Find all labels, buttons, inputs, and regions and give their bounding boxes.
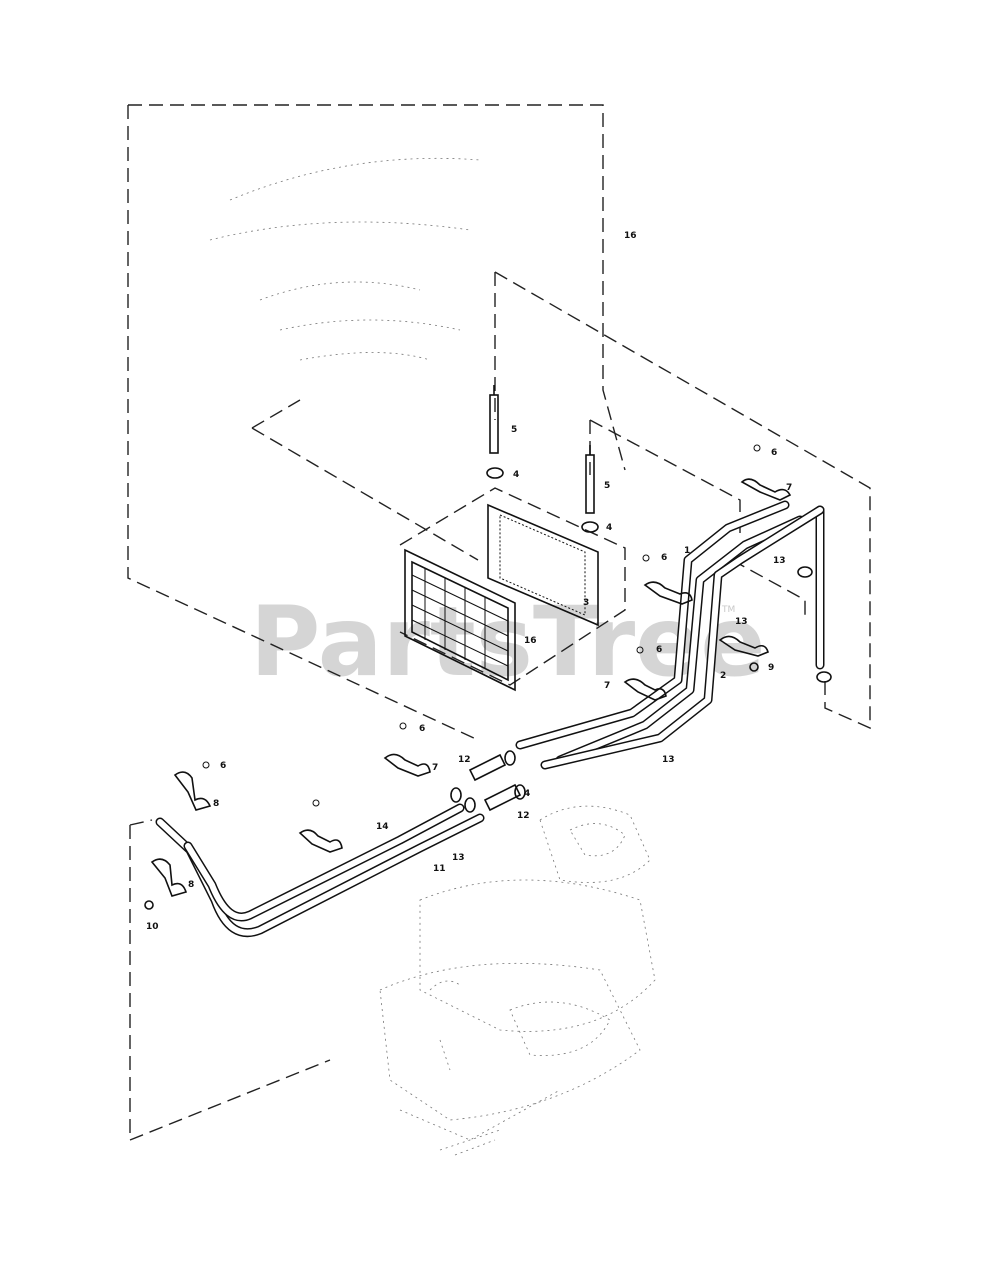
callout-4-b: 4	[606, 523, 612, 533]
outline-cooler-mount	[251, 271, 871, 730]
o-ring-4-f	[464, 797, 476, 813]
nut-9	[749, 662, 759, 672]
clamp-8-left-b	[150, 858, 188, 897]
callout-16-top: 16	[624, 231, 637, 241]
callout-3: 3	[583, 598, 589, 608]
callout-6-left1: 6	[419, 724, 425, 734]
fitting-12-b	[483, 783, 522, 812]
callout-8-left1: 8	[213, 799, 219, 809]
o-ring-right-top	[797, 566, 813, 578]
clamp-7-mid-upper	[643, 581, 693, 605]
callout-6-mid2: 6	[656, 645, 662, 655]
callout-6-mid: 6	[661, 553, 667, 563]
callout-6-left2: 6	[220, 761, 226, 771]
outline-assembly-16	[127, 104, 626, 741]
clamp-7-left	[383, 753, 431, 777]
screw-6-mid2	[636, 646, 644, 654]
callout-9: 9	[768, 663, 774, 673]
callout-14: 14	[376, 822, 389, 832]
callout-8-left2: 8	[188, 880, 194, 890]
callout-5-a: 5	[511, 425, 517, 435]
callout-7-right: 7	[786, 483, 792, 493]
o-ring-4-c	[504, 750, 516, 766]
callout-7-left1: 7	[432, 763, 438, 773]
clamp-7-right	[740, 478, 792, 501]
o-ring-right-bottom	[816, 671, 832, 683]
dipstick-tube-right	[585, 445, 595, 514]
nut-10	[144, 900, 154, 910]
fitting-12-a	[468, 753, 507, 782]
hose-lower-left	[155, 803, 485, 938]
o-ring-4-a	[486, 467, 504, 479]
callout-16-mid: 16	[524, 636, 537, 646]
callout-4-a: 4	[513, 470, 519, 480]
o-ring-4-d	[514, 784, 526, 800]
clamp-7-mid	[623, 678, 667, 701]
screw-6-left3	[312, 799, 320, 807]
o-ring-4-b	[581, 521, 599, 533]
callout-13-right2: 13	[735, 617, 748, 627]
callout-11: 11	[433, 864, 446, 874]
callout-1: 1	[684, 546, 690, 556]
callout-7-mid: 7	[604, 681, 610, 691]
watermark-trademark: TM	[721, 605, 735, 615]
callout-12-a: 12	[458, 755, 471, 765]
callout-10: 10	[146, 922, 159, 932]
callout-6-right: 6	[771, 448, 777, 458]
ghost-body-outline	[209, 157, 481, 361]
clamp-8-left-a	[173, 771, 212, 811]
engine-ghost	[379, 805, 656, 1156]
callout-13-left: 13	[452, 853, 465, 863]
callout-2: 2	[720, 671, 726, 681]
screw-6-mid	[642, 554, 650, 562]
outline-cooler-box	[399, 487, 626, 686]
callout-13-right1: 13	[773, 556, 786, 566]
clamp-8-lower	[298, 829, 343, 853]
callout-4-c: 4	[524, 789, 530, 799]
hose-upper-right	[515, 500, 825, 770]
callout-5-b: 5	[604, 481, 610, 491]
screw-6-left2	[202, 761, 210, 769]
o-ring-4-e	[450, 787, 462, 803]
outline-engine	[129, 819, 331, 1142]
callout-13-mid: 13	[662, 755, 675, 765]
dipstick-tube-left	[489, 385, 499, 454]
screw-6-right	[753, 444, 761, 452]
oil-cooler-16	[404, 548, 516, 692]
clamp-13-right	[718, 635, 769, 657]
oil-screen-3	[487, 503, 599, 627]
callout-12-b: 12	[517, 811, 530, 821]
screw-6-left1	[399, 722, 407, 730]
